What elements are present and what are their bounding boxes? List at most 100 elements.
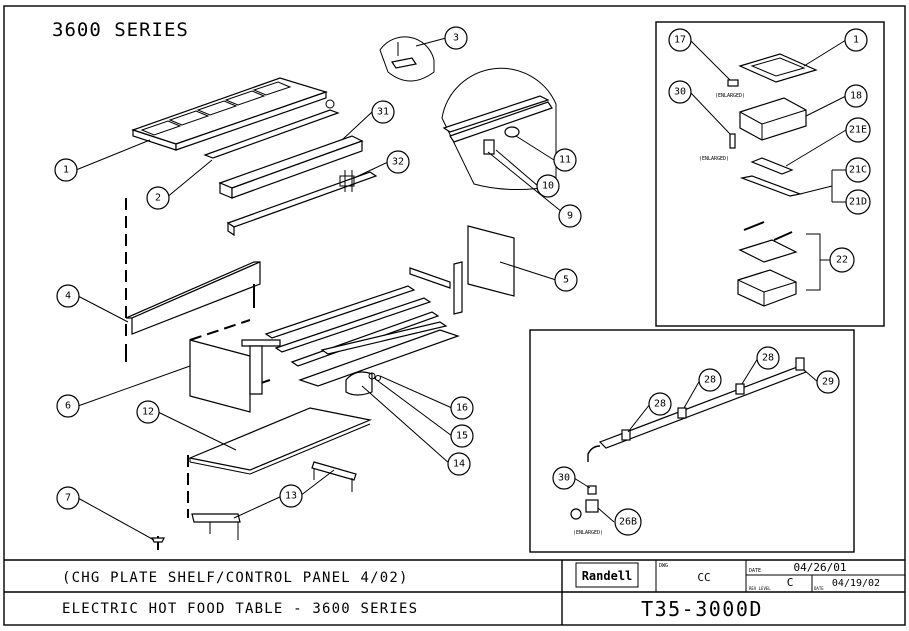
back-end-panel	[409, 225, 515, 315]
svg-text:21E: 21E	[849, 125, 867, 136]
callout-11: 11	[553, 148, 577, 172]
callout-2: 2	[146, 186, 170, 210]
cutting-board	[203, 99, 340, 159]
inset-callout-1: 1	[844, 28, 868, 52]
rev-date-field-label: DATE	[814, 586, 824, 591]
title-block: (CHG PLATE SHELF/CONTROL PANEL 4/02) ELE…	[4, 559, 905, 625]
svg-text:15: 15	[456, 431, 468, 442]
inset-callout-26B: 26B	[614, 508, 642, 536]
svg-text:31: 31	[377, 107, 389, 118]
svg-text:28: 28	[654, 399, 666, 410]
bolt	[151, 536, 165, 550]
inset-callout-21E: 21E	[845, 117, 871, 143]
drawing-date: 04/26/01	[794, 561, 847, 574]
rev-field-label: REV LEVEL	[749, 586, 771, 591]
inset-bottom-right: (ENLARGED) 28 28 28 29 30 26B	[529, 329, 855, 553]
svg-text:14: 14	[453, 459, 465, 470]
end-panel	[189, 339, 281, 413]
svg-text:13: 13	[285, 491, 297, 502]
svg-text:30: 30	[674, 87, 686, 98]
revision-level: C	[787, 576, 794, 589]
callout-14: 14	[447, 452, 471, 476]
drawn-field-label: DWG	[659, 563, 668, 569]
inset-top-right: (ENLARGED) 17 (ENLARGED) 30 1 18 21E 21C…	[655, 21, 885, 327]
svg-text:1: 1	[63, 165, 69, 176]
callout-3: 3	[444, 26, 468, 50]
enlarged-label: (ENLARGED)	[573, 530, 603, 536]
svg-text:28: 28	[762, 353, 774, 364]
main-callouts: 1 2 31 32 3 11 10 9 4 5 6 12	[54, 26, 582, 541]
inset-callout-28c: 28	[756, 346, 780, 370]
revision-date: 04/19/02	[832, 578, 880, 589]
plate-shelf-angle	[218, 135, 364, 199]
callout-32: 32	[386, 150, 410, 174]
svg-text:21D: 21D	[849, 197, 867, 208]
svg-text:17: 17	[674, 35, 686, 46]
control-panel	[298, 329, 460, 387]
svg-text:4: 4	[65, 291, 71, 302]
svg-text:5: 5	[563, 275, 569, 286]
inset-callout-28a: 28	[648, 392, 672, 416]
enlarged-label: (ENLARGED)	[699, 156, 729, 162]
callout-12: 12	[136, 400, 160, 424]
svg-text:7: 7	[65, 493, 71, 504]
callout-4: 4	[56, 284, 80, 308]
detail-circle-rail	[441, 67, 557, 191]
product-title: ELECTRIC HOT FOOD TABLE - 3600 SERIES	[62, 601, 418, 617]
svg-text:2: 2	[155, 193, 161, 204]
top-pan-frame	[131, 77, 328, 151]
callout-31: 31	[371, 100, 395, 124]
svg-text:1: 1	[853, 35, 859, 46]
series-title: 3600 SERIES	[52, 19, 189, 41]
runner-rails	[191, 461, 357, 540]
front-panel	[125, 261, 261, 362]
rail-bracket	[226, 170, 378, 237]
inset-callout-21D: 21D	[845, 189, 871, 215]
callout-1: 1	[54, 158, 78, 182]
projection-line	[189, 319, 251, 341]
callout-6: 6	[56, 394, 80, 418]
svg-text:11: 11	[559, 155, 571, 166]
svg-text:28: 28	[704, 375, 716, 386]
callout-9: 9	[558, 204, 582, 228]
inset-callout-30: 30	[668, 80, 692, 104]
brand-logo	[575, 562, 639, 588]
bottom-shelf	[187, 407, 373, 471]
callout-7: 7	[56, 486, 80, 510]
drawing-number: T35-3000D	[641, 597, 763, 621]
date-field-label: DATE	[749, 568, 761, 574]
svg-text:12: 12	[142, 407, 154, 418]
inset-callout-21C: 21C	[845, 157, 871, 183]
sheet-border	[3, 5, 906, 626]
brand-name: Randell	[582, 569, 633, 583]
drawn-by: CC	[697, 571, 710, 584]
inset-callout-22: 22	[829, 247, 855, 273]
svg-text:22: 22	[836, 255, 848, 266]
svg-text:29: 29	[822, 377, 834, 388]
svg-text:30: 30	[558, 473, 570, 484]
inset-callout-30b: 30	[552, 466, 576, 490]
main-exploded-view	[125, 36, 557, 550]
callout-15: 15	[450, 424, 474, 448]
svg-text:26B: 26B	[619, 517, 637, 528]
callout-5: 5	[554, 268, 578, 292]
change-note: (CHG PLATE SHELF/CONTROL PANEL 4/02)	[62, 570, 409, 586]
callout-13: 13	[279, 484, 303, 508]
inset-callout-18: 18	[844, 84, 868, 108]
inset-callout-28b: 28	[698, 368, 722, 392]
svg-text:9: 9	[567, 211, 573, 222]
svg-text:32: 32	[392, 157, 404, 168]
callout-16: 16	[450, 396, 474, 420]
inner-rails	[264, 285, 448, 367]
callout-10: 10	[536, 174, 560, 198]
inset-callout-29: 29	[816, 370, 840, 394]
inset-callout-17: 17	[668, 28, 692, 52]
enlarged-label: (ENLARGED)	[715, 93, 745, 99]
svg-text:21C: 21C	[849, 165, 867, 176]
svg-text:18: 18	[850, 91, 862, 102]
detail-circle-3	[379, 36, 435, 82]
svg-text:6: 6	[65, 401, 71, 412]
svg-text:10: 10	[542, 181, 554, 192]
svg-text:3: 3	[453, 33, 459, 44]
